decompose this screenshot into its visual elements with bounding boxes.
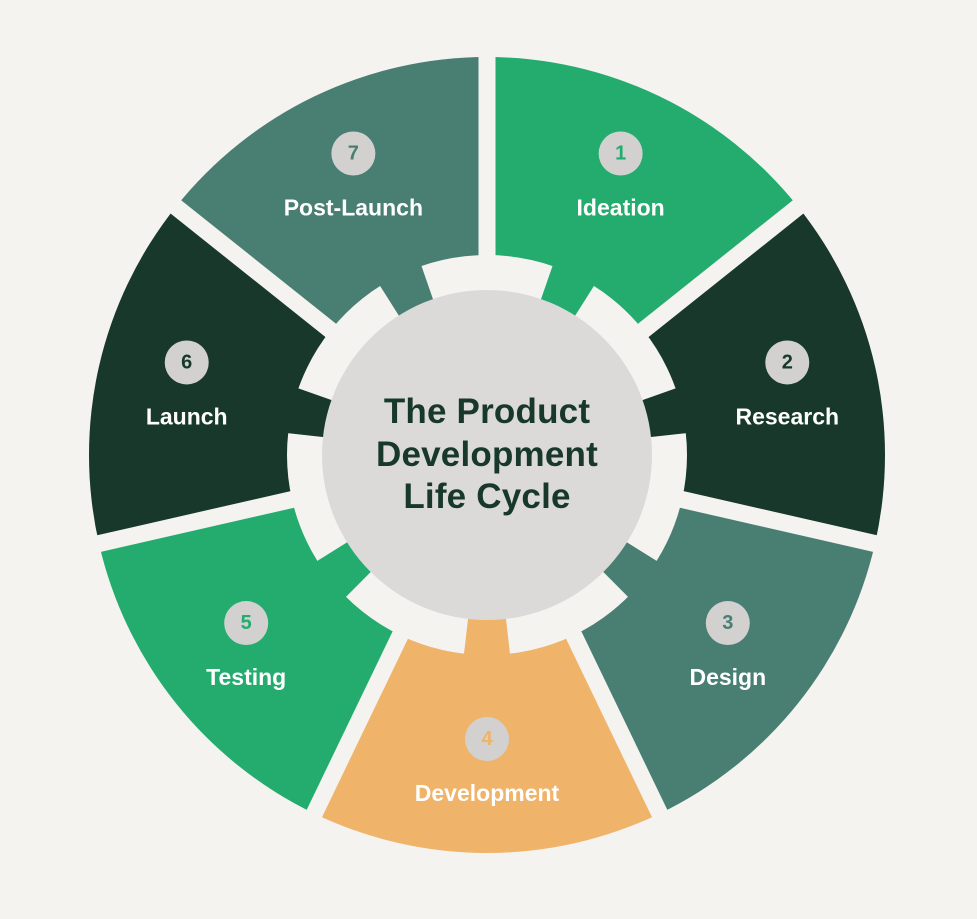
segment-number-badge: [331, 131, 376, 176]
center-title-line-3: Life Cycle: [403, 477, 571, 517]
segment-label: Testing: [206, 664, 286, 690]
segment-number-badge: [598, 131, 643, 176]
segment-label: Ideation: [577, 195, 665, 221]
segment-number: 4: [481, 728, 493, 750]
segment-number: 5: [241, 612, 252, 634]
segment-separator: [540, 577, 674, 830]
segment-launch: [88, 206, 350, 544]
center-title-line-2: Development: [376, 434, 598, 474]
segment-number-badge: [224, 601, 269, 646]
segment-label: Design: [689, 664, 766, 690]
segment-research: [624, 206, 885, 544]
segment-separator: [159, 191, 383, 375]
segment-label: Development: [415, 780, 560, 806]
segment-testing: [98, 499, 401, 814]
segment-number: 6: [181, 351, 192, 373]
segment-design: [573, 499, 876, 814]
segment-number: 7: [348, 143, 359, 165]
segment-number-badge: [705, 601, 750, 646]
center-title-line-1: The Product: [383, 391, 591, 431]
segment-separator: [300, 577, 434, 830]
center-title: The Product Development Life Cycle: [322, 290, 652, 620]
segment-separator: [83, 477, 353, 555]
segment-number: 2: [782, 351, 793, 373]
segment-number-badge: [164, 340, 209, 385]
segment-separator: [621, 477, 891, 555]
segment-number-badge: [465, 717, 509, 761]
segment-number: 3: [722, 612, 733, 634]
segment-label: Research: [735, 403, 839, 429]
segment-label: Launch: [146, 403, 228, 429]
center-circle: [322, 290, 652, 620]
segment-separator: [591, 191, 815, 375]
segment-number: 1: [615, 143, 626, 165]
segment-number-badge: [765, 340, 810, 385]
segment-label: Post-Launch: [284, 195, 423, 221]
